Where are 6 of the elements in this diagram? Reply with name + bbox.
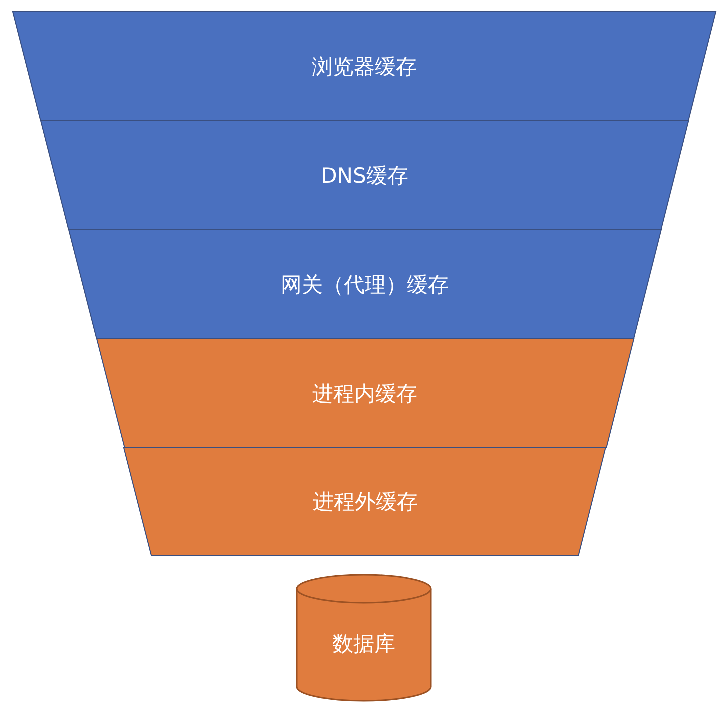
band-label: 网关（代理）缓存 [280,272,450,298]
band-label: DNS缓存 [320,162,410,190]
band-label: 进程外缓存 [312,489,419,516]
band-label: 浏览器缓存 [311,54,418,80]
band-label: 进程内缓存 [312,380,419,408]
database-label: 数据库 [332,631,396,658]
